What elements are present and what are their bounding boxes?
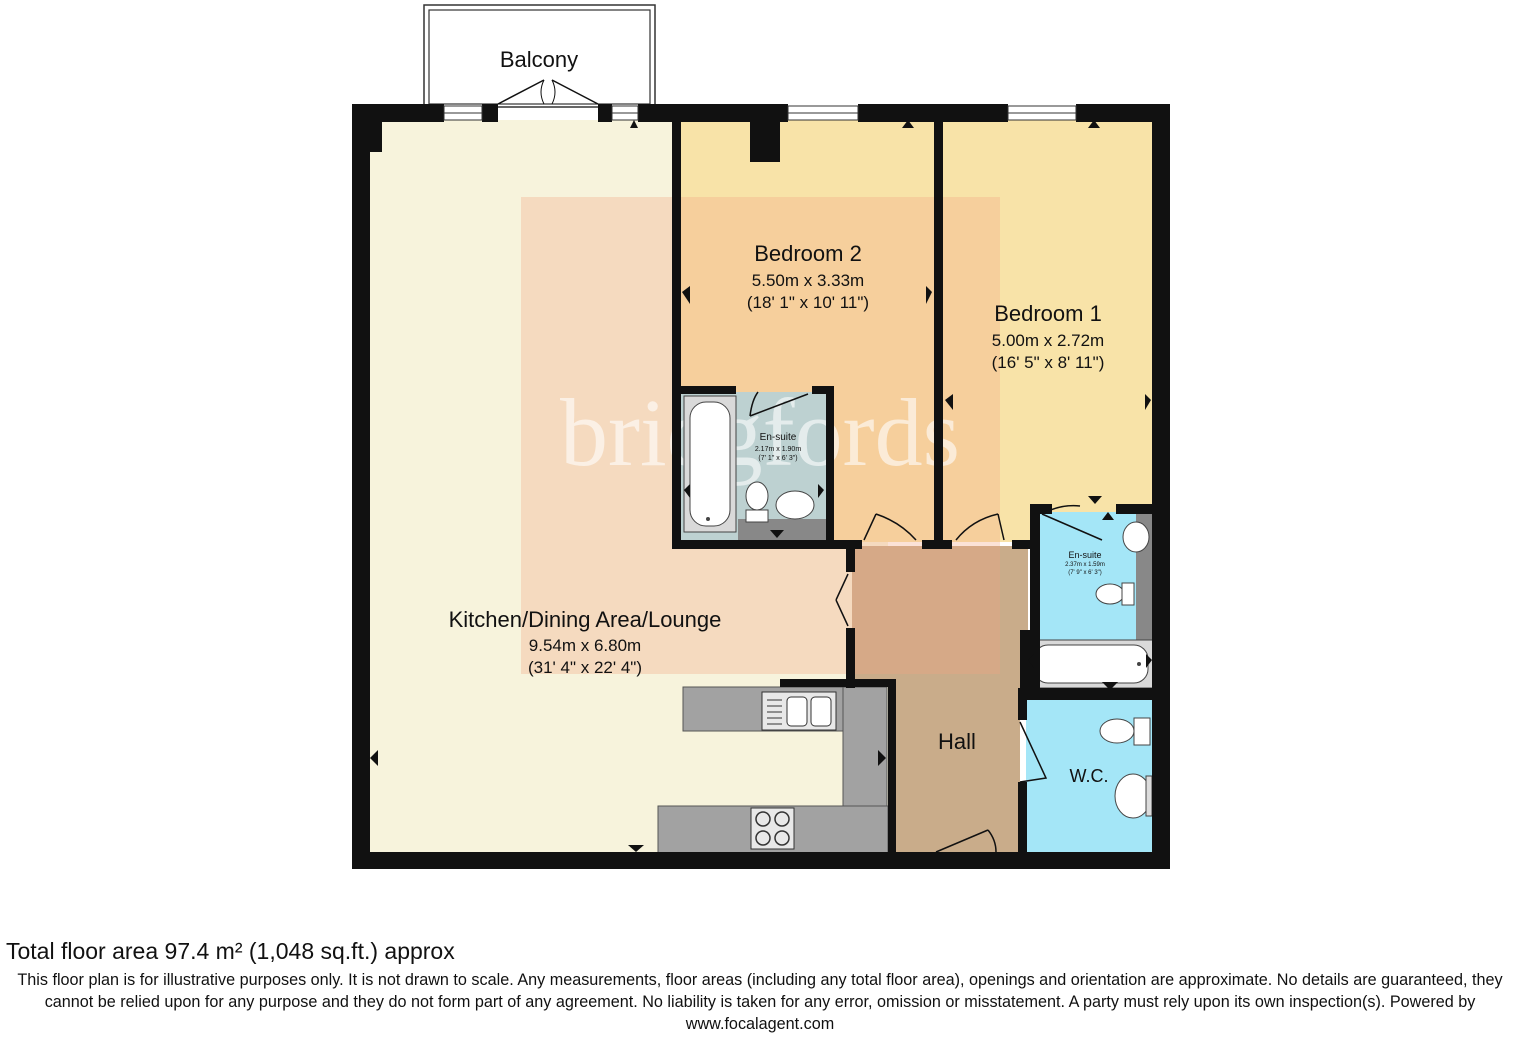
door-swing [935,829,997,853]
measurement-markers [370,120,1152,852]
bedroom1-floor-lower [942,540,1032,542]
marker-arrow [684,484,690,498]
basin-icon [1114,773,1153,819]
marker-arrow [878,750,886,766]
ensuite-bed1-size-imperial: (7' 9" x 6' 3") [1068,570,1102,576]
balcony-french-doors [497,79,599,105]
watermark: bridgfords [521,197,1000,674]
bedroom2-size-imperial: (18' 1" x 10' 11") [747,293,869,312]
marker-arrow [1145,394,1151,410]
lounge-name: Kitchen/Dining Area/Lounge [449,607,722,632]
bedroom1-name: Bedroom 1 [994,301,1102,326]
bedroom1-size-metric: 5.00m x 2.72m [992,331,1104,350]
ensuite-bed2-size-imperial: (7' 1" x 6' 3") [758,455,797,462]
windows [443,105,1077,121]
door-swing [749,391,809,417]
hall-floor [852,546,1028,682]
hall-floor-lower [894,682,1020,854]
marker-arrow [630,120,638,128]
marker-arrow [945,394,953,410]
total-floor-area: Total floor area 97.4 m² (1,048 sq.ft.) … [6,938,455,964]
watermark-text: bridgfords [560,379,960,486]
door-swing [863,513,917,541]
marker-arrow [1102,682,1118,690]
toilet-icon [1099,717,1151,746]
bedroom1-floor [942,120,1154,542]
floor-plan: bridgfords [352,4,1170,869]
hall-name: Hall [938,729,976,754]
bathroom-fittings [683,395,1155,819]
sink-icon [761,691,837,731]
marker-arrow [1028,654,1034,668]
lounge-size-imperial: (31' 4" x 22' 4") [528,658,642,677]
marker-arrow [926,286,932,304]
balcony [423,4,656,108]
bath-icon [1027,639,1155,689]
marker-arrow [818,484,824,498]
marker-arrow [770,530,784,538]
room-labels: Balcony Bedroom 2 5.50m x 3.33m (18' 1" … [449,47,1109,786]
kitchen-units [657,686,889,854]
lounge-floor [368,120,678,855]
marker-arrow [682,286,690,304]
marker-arrow [1088,120,1100,128]
door-swing [1041,504,1103,541]
marker-arrow [1088,496,1102,504]
marker-arrow [370,750,378,766]
ensuite-bed1-size-metric: 2.37m x 1.59m [1065,562,1105,568]
bath-icon [683,395,737,533]
bedroom1-size-imperial: (16' 5" x 8' 11") [992,353,1105,372]
basin-icon [775,490,815,520]
toilet-icon [745,481,769,523]
walls [352,104,1170,869]
doors [497,79,1103,853]
marker-arrow [1146,654,1152,668]
bedroom2-name: Bedroom 2 [754,241,862,266]
ensuite-bed2-size-metric: 2.17m x 1.90m [755,446,801,453]
door-swing [955,513,1005,541]
bedroom2-size-metric: 5.50m x 3.33m [752,271,864,290]
disclaimer-text: This floor plan is for illustrative purp… [17,971,1503,1033]
lounge-size-metric: 9.54m x 6.80m [529,636,641,655]
wc-name: W.C. [1070,766,1109,786]
hob-icon [750,807,795,850]
marker-arrow [902,120,914,128]
marker-arrow [628,845,644,852]
ensuite-bed1-name: En-suite [1068,550,1101,560]
door-swing [1019,721,1048,783]
marker-arrow [1102,512,1114,520]
toilet-icon [1095,582,1135,606]
ensuite-bed2-name: En-suite [760,432,797,443]
basin-icon [1122,521,1150,553]
balcony-label: Balcony [500,47,578,72]
door-swing [835,573,849,627]
